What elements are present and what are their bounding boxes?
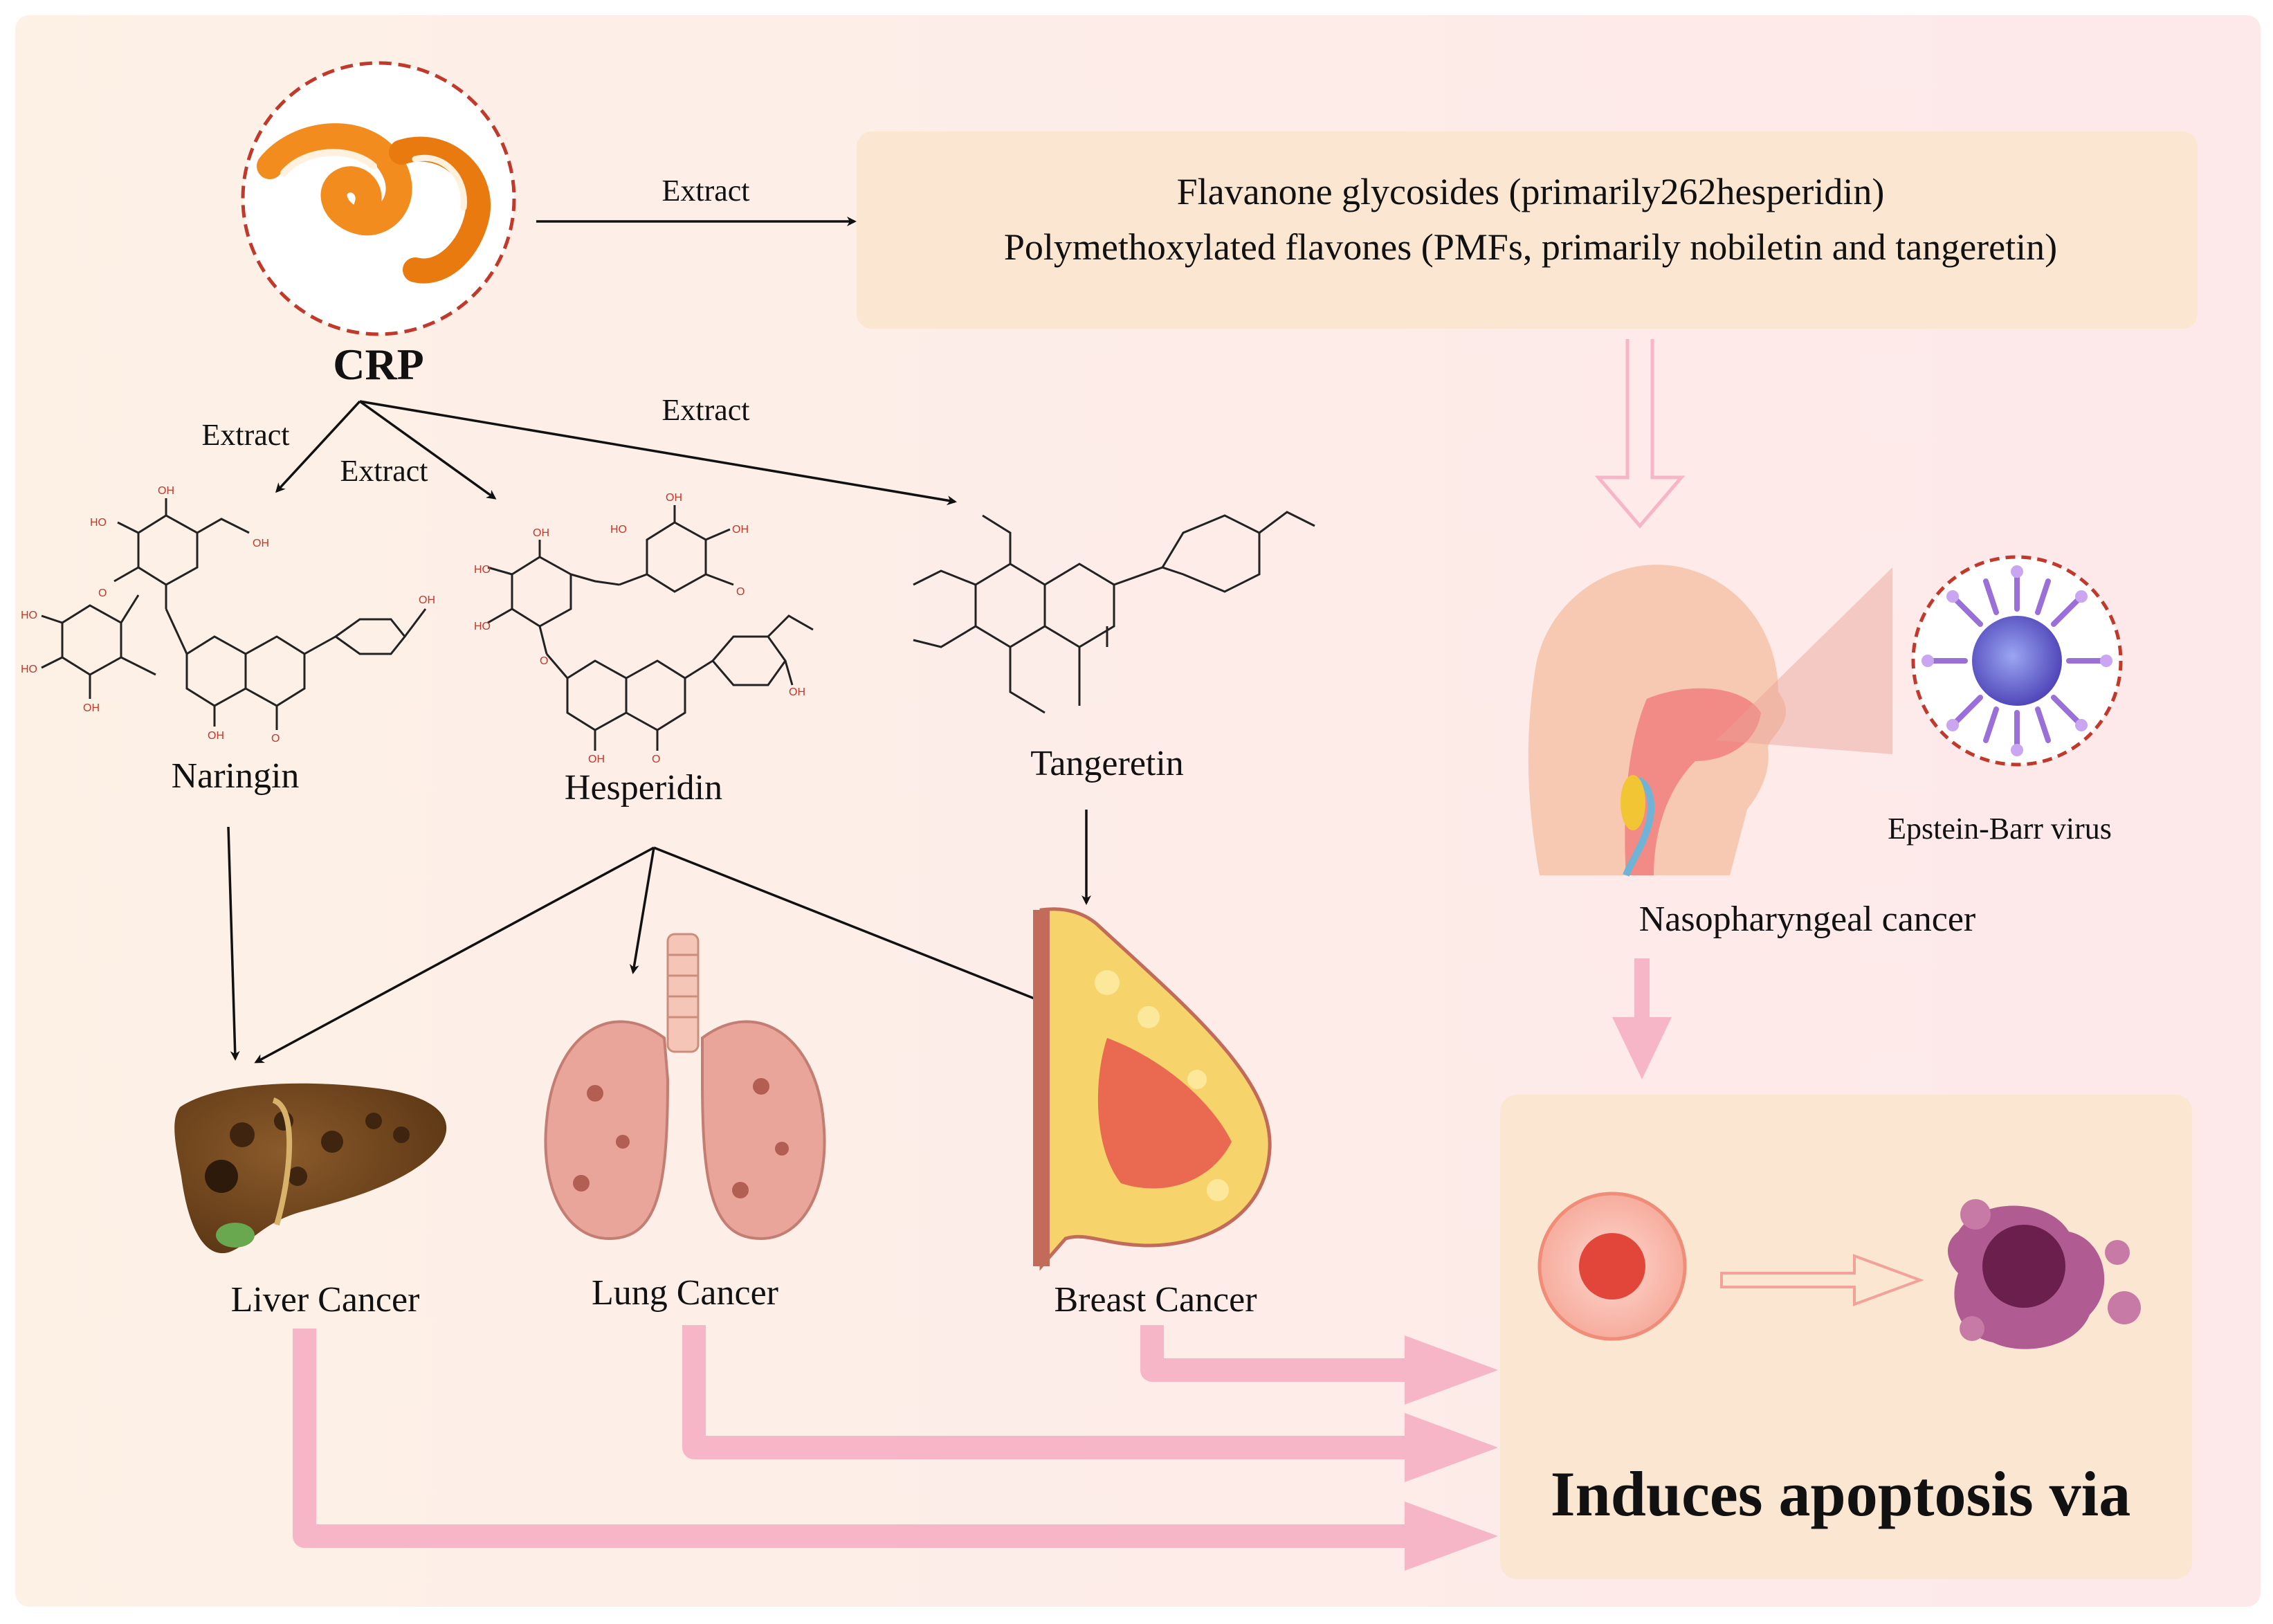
compounds-box: Flavanone glycosides (primarily262hesper… xyxy=(857,131,2198,329)
compound-label-tangeretin: Tangeretin xyxy=(1030,744,1184,783)
outcome-label: Induces apoptosis via xyxy=(1551,1459,2130,1529)
naringin-structure-icon: OH HO OH O HO HO OH OH O OH xyxy=(21,485,435,745)
nasopharyngeal-label: Nasopharyngeal cancer xyxy=(1639,900,1976,939)
pink-flow-arrows xyxy=(293,1325,1412,1548)
svg-text:O: O xyxy=(736,586,745,598)
svg-text:OH: OH xyxy=(789,686,805,698)
compound-label-naringin: Naringin xyxy=(172,756,300,796)
liver-icon xyxy=(174,1083,447,1254)
svg-text:HO: HO xyxy=(21,664,37,675)
pink-flow-arrowheads xyxy=(1405,1335,1498,1571)
svg-text:OH: OH xyxy=(208,730,224,742)
pink-arrow-box-to-head xyxy=(1594,339,1686,529)
svg-text:HO: HO xyxy=(21,610,37,621)
compound-label-hesperidin: Hesperidin xyxy=(565,768,722,808)
cancer-label-lung: Lung Cancer xyxy=(592,1273,778,1313)
svg-text:OH: OH xyxy=(533,527,549,539)
head-profile-icon xyxy=(1528,565,1787,877)
apoptotic-cell-icon xyxy=(1948,1199,2141,1349)
svg-text:O: O xyxy=(652,754,660,765)
svg-text:OH: OH xyxy=(732,524,749,536)
pink-arrow-naso-to-outcome xyxy=(1612,958,1672,1079)
cell-transition-arrow xyxy=(1720,1254,1924,1306)
healthy-cell-icon xyxy=(1537,1192,1687,1341)
orange-peel-icon xyxy=(257,123,491,284)
outcome-box: Induces apoptosis via xyxy=(1500,1095,2192,1579)
svg-text:HO: HO xyxy=(610,524,627,536)
svg-text:OH: OH xyxy=(253,538,269,549)
tangeretin-structure-icon xyxy=(913,511,1315,714)
extract-arrows xyxy=(275,400,957,506)
extract-label-naringin: Extract xyxy=(201,418,289,452)
flow-arrow-liver xyxy=(293,1329,1412,1548)
crp-label: CRP xyxy=(333,340,424,389)
svg-text:HO: HO xyxy=(90,517,107,529)
lungs-icon xyxy=(544,933,826,1241)
svg-text:OH: OH xyxy=(158,485,174,497)
svg-text:O: O xyxy=(98,587,107,599)
cancer-label-liver: Liver Cancer xyxy=(231,1280,420,1320)
svg-text:O: O xyxy=(271,733,280,745)
svg-text:OH: OH xyxy=(83,702,100,714)
svg-text:OH: OH xyxy=(666,492,682,504)
virus-label: Epstein-Barr virus xyxy=(1888,812,2112,846)
svg-text:O: O xyxy=(540,655,548,667)
compounds-line-2: Polymethoxylated flavones (PMFs, primari… xyxy=(1004,226,2057,268)
extract-label-box: Extract xyxy=(661,174,749,208)
cancer-label-breast: Breast Cancer xyxy=(1054,1280,1257,1320)
extract-label-tangeretin: Extract xyxy=(661,393,749,427)
hesperidin-structure-icon: OH HO OH O OH HO HO O OH O OH xyxy=(474,492,814,765)
svg-text:HO: HO xyxy=(474,621,491,632)
svg-text:HO: HO xyxy=(474,564,491,576)
extract-label-hesperidin: Extract xyxy=(340,454,428,488)
compound-to-cancer-arrows xyxy=(227,810,1091,1064)
flow-arrow-lung xyxy=(682,1325,1412,1459)
virus-icon xyxy=(1911,555,2123,767)
zoom-beam xyxy=(1716,567,1892,754)
svg-text:OH: OH xyxy=(419,594,435,606)
svg-text:OH: OH xyxy=(588,754,605,765)
breast-icon xyxy=(1033,907,1272,1271)
crp-source: CRP xyxy=(241,61,516,389)
flow-arrow-breast xyxy=(1140,1325,1412,1382)
compounds-line-1: Flavanone glycosides (primarily262hesper… xyxy=(1177,171,1885,212)
